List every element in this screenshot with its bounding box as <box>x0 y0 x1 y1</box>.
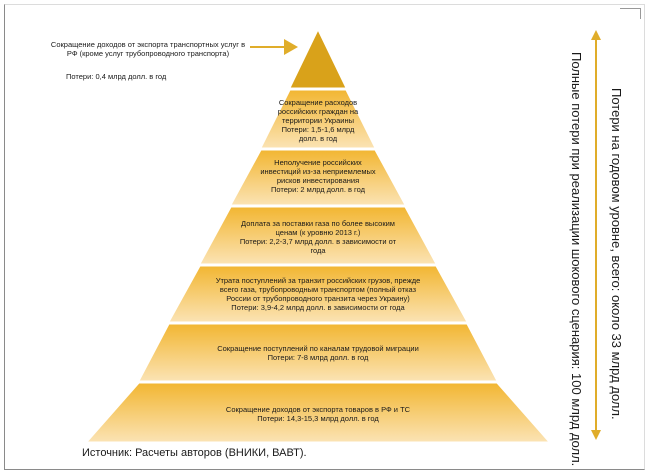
tier-5-line: Сокращение поступлений по каналам трудов… <box>217 344 419 353</box>
pyramid-tier-6 <box>85 382 551 443</box>
tier-4-line: России от трубопроводного транзита через… <box>226 294 410 303</box>
tier-2-line: Неполучение российских <box>274 158 362 167</box>
tier-5-text: Сокращение поступлений по каналам трудов… <box>168 344 468 362</box>
tier-3-line: Потери: 2,2-3,7 млрд долл. в зависимости… <box>239 237 397 246</box>
pyramid-tier-4 <box>168 265 468 323</box>
double-arrow-icon <box>591 30 601 440</box>
source-note: Источник: Расчеты авторов (ВНИКИ, ВАВТ). <box>82 447 307 459</box>
tier-2-text: Неполучение российских инвестиций из-за … <box>240 158 396 194</box>
tier-4-line: Потери: 3,9-4,2 млрд долл. в зависимости… <box>231 303 405 312</box>
total-loss-label: Полные потери при реализации шокового сц… <box>569 52 584 467</box>
tier-3-text: Доплата за поставки газа по более высоки… <box>213 219 423 255</box>
annual-loss-label: Потери на годовом уровне, всего: около 3… <box>609 88 624 420</box>
tier-6-text: Сокращение доходов от экспорта товаров в… <box>168 405 468 423</box>
tier-1-line: долл. в год <box>298 134 338 143</box>
pyramid-tier-1 <box>260 89 376 149</box>
tier-1-line: Потери: 1,5-1,6 млрд <box>281 125 355 134</box>
tier-4-text: Утрата поступлений за транзит российских… <box>188 276 448 312</box>
tier-3-line: года <box>310 246 326 255</box>
tier-5-line: Потери: 7-8 млрд долл. в год <box>267 353 369 362</box>
tier-1-text: Сокращение расходов российских граждан н… <box>268 98 368 143</box>
tier-1-line: территории Украины <box>282 116 354 125</box>
pyramid-apex <box>289 28 347 89</box>
figure-frame <box>4 4 645 470</box>
tier-3-line: Доплата за поставки газа по более высоки… <box>241 219 395 228</box>
tier-6-line: Сокращение доходов от экспорта товаров в… <box>225 405 411 414</box>
tier-6-line: Потери: 14,3-15,3 млрд долл. в год <box>257 414 379 423</box>
tier-2-line: Потери: 2 млрд долл. в год <box>270 185 366 194</box>
tier-2-line: рисков инвестирования <box>276 176 360 185</box>
tier-2-line: инвестиций из-за неприемлемых <box>260 167 376 176</box>
apex-loss: Потери: 0,4 млрд долл. в год <box>66 72 167 81</box>
tier-4-line: Утрата поступлений за транзит российских… <box>215 276 421 285</box>
tier-3-line: ценам (к уровню 2013 г.) <box>275 228 361 237</box>
apex-label: Сокращение доходов от экспорта транспорт… <box>50 40 246 58</box>
tier-1-line: Сокращение расходов <box>278 98 358 107</box>
pyramid-tier-3 <box>199 206 437 265</box>
pyramid-tier-2 <box>230 149 406 206</box>
frame-corner <box>620 8 641 19</box>
pyramid-tier-5 <box>138 323 498 382</box>
tier-1-line: российских граждан на <box>277 107 359 116</box>
tier-4-line: всего газа, трубопроводным транспортом (… <box>219 285 417 294</box>
